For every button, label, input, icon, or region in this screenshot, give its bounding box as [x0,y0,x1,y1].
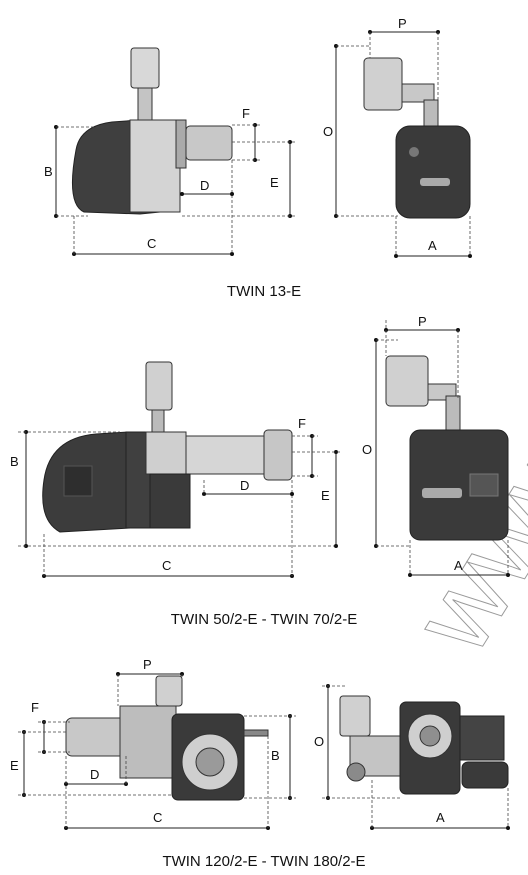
twin13-side-view [71,47,233,215]
twin120-front-dimensions: O A [314,684,510,830]
caption-twin13: TWIN 13-E [227,283,301,300]
twin50-front-dimensions: O P A [362,314,510,577]
twin13-front-dimensions: O P A [323,16,472,258]
dim-label-O: O [314,734,324,749]
dim-label-B: B [271,748,280,763]
caption-twin50: TWIN 50/2-E - TWIN 70/2-E [171,611,357,628]
twin120-side-view [65,675,269,801]
dim-label-A: A [428,238,437,253]
dim-label-F: F [298,416,306,431]
dim-label-C: C [153,810,162,825]
dim-label-E: E [321,488,330,503]
dim-label-C: C [147,236,156,251]
dim-label-D: D [90,767,99,782]
twin50-side-dimensions: B C D F E [10,416,342,578]
dim-label-E: E [10,758,19,773]
caption-twin120: TWIN 120/2-E - TWIN 180/2-E [162,853,365,870]
dim-label-D: D [240,478,249,493]
dim-label-P: P [398,16,407,31]
twin50-side-view [42,361,293,533]
dim-label-E: E [270,175,279,190]
dim-label-B: B [44,164,53,179]
dim-label-F: F [31,700,39,715]
twin120-side-dimensions: F E D C P B [10,657,296,830]
dim-label-P: P [418,314,427,329]
dim-label-C: C [162,558,171,573]
dim-label-B: B [10,454,19,469]
twin120-front-view [339,695,509,795]
dim-label-A: A [436,810,445,825]
dim-label-D: D [200,178,209,193]
dim-label-O: O [362,442,372,457]
twin50-front-view [385,355,509,541]
dim-label-P: P [143,657,152,672]
dim-label-F: F [242,106,250,121]
twin13-front-view [363,57,471,219]
twin13-side-dimensions: B C D F E [44,106,296,256]
dim-label-A: A [454,558,463,573]
dim-label-O: O [323,124,333,139]
